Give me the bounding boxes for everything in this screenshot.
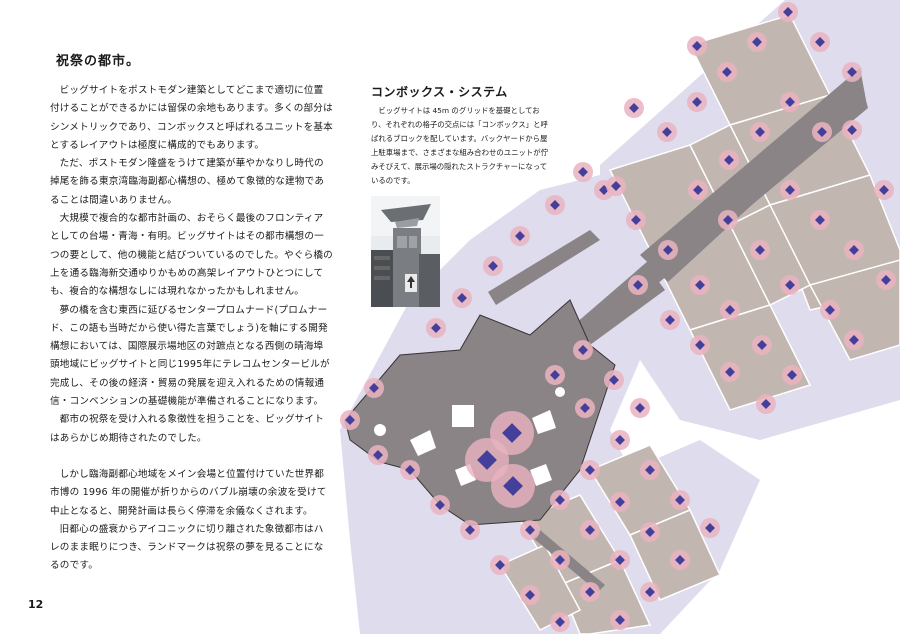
conbox-diamond: [585, 525, 595, 535]
conbox-diamond: [881, 275, 891, 285]
branch-north: [488, 230, 600, 305]
page-number: 12: [28, 598, 44, 611]
conbox-diamond: [555, 555, 565, 565]
sidebar-title: コンボックス・システム: [371, 85, 508, 99]
conbox-diamond: [847, 125, 857, 135]
conbox-markers: [340, 2, 896, 632]
conbox-diamond: [695, 340, 705, 350]
conbox-diamond: [550, 200, 560, 210]
conbox-diamond: [761, 399, 771, 409]
conbox-diamond: [675, 495, 685, 505]
main-text: ビッグサイトをポストモダン建築としてどこまで適切に位置付けることができるかには留…: [50, 82, 333, 576]
conbox-diamond: [615, 497, 625, 507]
conbox-diamond: [495, 560, 505, 570]
conbox-diamond: [645, 587, 655, 597]
conbox-diamond: [488, 261, 498, 271]
conbox-diamond: [665, 315, 675, 325]
conbox-diamond: [787, 370, 797, 380]
conbox-diamond: [629, 103, 639, 113]
plaza-diamond: [477, 450, 497, 470]
conbox-diamond: [725, 367, 735, 377]
conbox-diamond: [692, 97, 702, 107]
conbox-diamond: [580, 403, 590, 413]
conbox-diamond: [725, 305, 735, 315]
photo-building-icon: [371, 196, 440, 307]
conbox-diamond: [722, 67, 732, 77]
paragraph: 夢の橋を含む東西に延びるセンタープロムナード(プロムナード、この語も当時だから使…: [50, 304, 330, 408]
conbox-diamond: [693, 185, 703, 195]
conbox-diamond: [645, 527, 655, 537]
sidebar-text: ビッグサイトは 45m のグリッドを基礎としており、それぞれの格子の交点には「コ…: [371, 104, 551, 188]
conbox-diamond: [615, 435, 625, 445]
conbox-diamond: [457, 293, 467, 303]
conbox-diamond: [631, 215, 641, 225]
conbox-diamond: [550, 370, 560, 380]
east-mall: [640, 68, 866, 282]
paragraph: 旧都心の盛衰からアイコニックに切り離された象徴都市はハレのまま眠りにつき、ランド…: [50, 523, 324, 572]
page-title: 祝祭の都市。: [56, 54, 141, 69]
conbox-diamond: [405, 465, 415, 475]
conbox-diamond: [555, 495, 565, 505]
conbox-diamond: [435, 500, 445, 510]
conbox-diamond: [615, 615, 625, 625]
conbox-diamond: [431, 323, 441, 333]
conbox-diamond: [692, 41, 702, 51]
conbox-diamond: [615, 555, 625, 565]
conbox-diamond: [815, 215, 825, 225]
conbox-diamond: [695, 280, 705, 290]
conbox-diamond: [825, 305, 835, 315]
plaza-diamond: [502, 423, 522, 443]
conbox-diamond: [879, 185, 889, 195]
conbox-diamond: [345, 415, 355, 425]
conbox-diamond: [849, 245, 859, 255]
conbox-diamond: [585, 465, 595, 475]
paragraph: しかし臨海副都心地域をメイン会場と位置付けていた世界都市博の 1996 年の開催…: [50, 468, 327, 517]
conbox-diamond: [515, 231, 525, 241]
conbox-diamond: [578, 167, 588, 177]
conbox-diamond: [817, 127, 827, 137]
conbox-diamond: [633, 280, 643, 290]
conbox-diamond: [585, 587, 595, 597]
conbox-diamond: [757, 340, 767, 350]
paragraph: ただ、ポストモダン隆盛をうけて建築が華やかなりし時代の掉尾を飾る東京湾臨海副都心…: [50, 158, 325, 206]
conbox-diamond: [635, 403, 645, 413]
conbox-diamond: [705, 523, 715, 533]
conbox-diamond: [755, 127, 765, 137]
paragraph: ビッグサイトをポストモダン建築としてどこまで適切に位置付けることができるかには留…: [50, 85, 333, 151]
conbox-diamond: [369, 383, 379, 393]
plaza-diamond: [503, 476, 523, 496]
paragraph: 大規模で複合的な都市計画の、おそらく最後のフロンティアとしての台場・青海・有明。…: [50, 213, 333, 298]
conbox-diamond: [785, 280, 795, 290]
conbox-diamond: [815, 37, 825, 47]
conbox-diamond: [525, 590, 535, 600]
paragraph: 都市の祝祭を受け入れる象徴性を担うことを、ビッグサイトはあらかじめ期待されたので…: [50, 414, 325, 444]
conbox-diamond: [645, 465, 655, 475]
conbox-diamond: [755, 245, 765, 255]
conbox-diamond: [785, 97, 795, 107]
conbox-diamond: [662, 127, 672, 137]
conbox-diamond: [849, 335, 859, 345]
conbox-diamond: [465, 525, 475, 535]
conbox-diamond: [783, 7, 793, 17]
conbox-diamond: [578, 345, 588, 355]
conbox-diamond: [785, 185, 795, 195]
conbox-diamond: [663, 245, 673, 255]
conbox-diamond: [675, 555, 685, 565]
conbox-diamond: [373, 450, 383, 460]
conbox-diamond: [525, 525, 535, 535]
conbox-diamond: [847, 67, 857, 77]
conbox-diamond: [611, 181, 621, 191]
sidebar-paragraph: ビッグサイトは 45m のグリッドを基礎としており、それぞれの格子の交点には「コ…: [371, 106, 549, 185]
conbox-diamond: [724, 155, 734, 165]
conbox-diamond: [723, 215, 733, 225]
conbox-diamond: [555, 617, 565, 627]
plaza-large-markers: [465, 411, 535, 508]
conbox-diamond: [609, 375, 619, 385]
conbox-diamond: [752, 37, 762, 47]
